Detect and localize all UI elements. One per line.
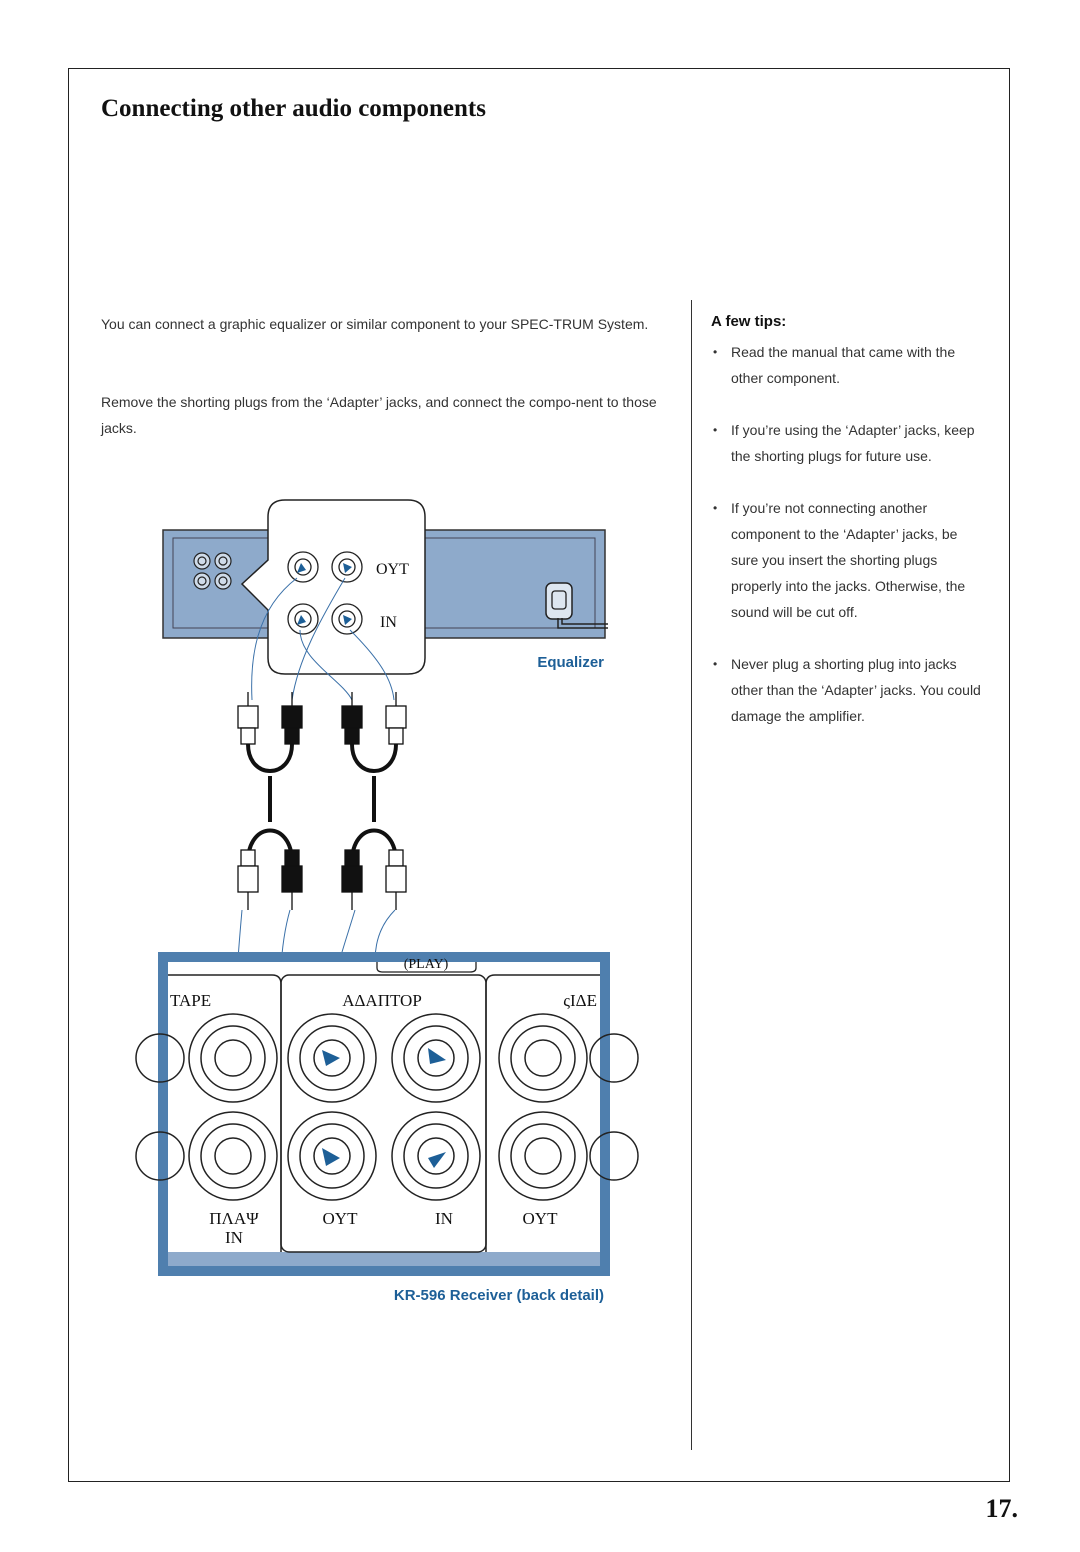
tip-text: If you’re not connecting another compone…	[731, 500, 966, 620]
power-cord-icon	[545, 582, 608, 629]
receiver-video-label: ςIΔE	[563, 991, 597, 1010]
tip-text: Read the manual that came with the other…	[731, 344, 956, 386]
equalizer-callout	[240, 499, 426, 675]
page-title: Connecting other audio components	[101, 95, 486, 122]
receiver-jacks	[135, 1013, 639, 1201]
equalizer-jack-arrows	[297, 563, 352, 625]
rca-plugs-top	[237, 692, 407, 745]
receiver-video-out-label: OYT	[523, 1209, 559, 1228]
page-number: 17.	[985, 1494, 1019, 1523]
equalizer-out-label: OYT	[376, 561, 409, 578]
equalizer-jacks	[287, 551, 363, 635]
tip-item: • If you’re using the ‘Adapter’ jacks, ke…	[711, 417, 983, 469]
receiver-adapter-in-label: IN	[435, 1209, 453, 1228]
page-frame	[68, 68, 1010, 1482]
bullet-icon: •	[713, 501, 718, 515]
intro-paragraph: You can connect a graphic equalizer or s…	[101, 316, 649, 332]
tip-item: • Never plug a shorting plug into jacks o…	[711, 651, 983, 729]
column-divider	[691, 300, 692, 1450]
rca-cable-right	[350, 743, 398, 863]
receiver-caption: KR-596 Receiver (back detail)	[394, 1287, 604, 1304]
equalizer-in-label: IN	[380, 614, 397, 631]
tip-item: • Read the manual that came with the othe…	[711, 339, 983, 391]
bullet-icon: •	[713, 345, 718, 359]
receiver-tape-label: TAPE	[170, 991, 211, 1010]
receiver-play-in-label: IN	[225, 1228, 243, 1247]
receiver-adapter-out-label: OYT	[323, 1209, 359, 1228]
instruction-paragraph: Remove the shorting plugs from the ‘Adap…	[101, 394, 657, 436]
equalizer-unit: OYT IN Equalizer	[162, 499, 608, 675]
equalizer-caption: Equalizer	[537, 654, 604, 671]
bullet-icon: •	[713, 657, 718, 671]
receiver-bottom-labels: ΠΛAΨ IN OYT IN OYT	[209, 1209, 558, 1247]
receiver-adapter-label: AΔAΠTOP	[342, 991, 422, 1010]
bullet-icon: •	[713, 423, 718, 437]
rca-cable-left	[246, 743, 294, 863]
tips-list: • Read the manual that came with the othe…	[711, 339, 983, 755]
tip-text: Never plug a shorting plug into jacks ot…	[731, 656, 981, 724]
tips-heading: A few tips:	[711, 313, 787, 330]
receiver-play-label: ΠΛAΨ	[209, 1209, 259, 1228]
equalizer-left-jacks	[193, 552, 232, 590]
rca-plugs-bottom	[237, 849, 407, 910]
tip-text: If you’re using the ‘Adapter’ jacks, kee…	[731, 422, 975, 464]
tip-item: • If you’re not connecting another compon…	[711, 495, 983, 625]
receiver-jack-arrows	[322, 1048, 446, 1168]
receiver-top-partial-label: (PLAY)	[404, 957, 449, 972]
